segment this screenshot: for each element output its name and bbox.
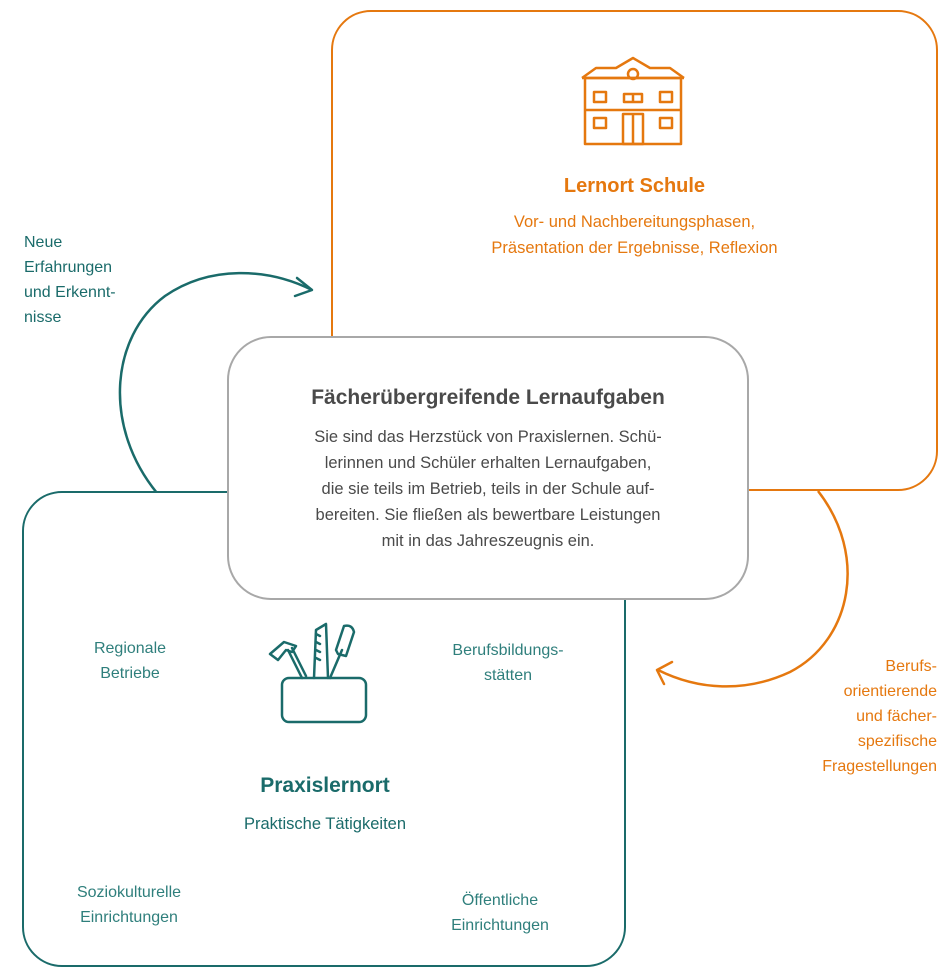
place-public-line: Einrichtungen	[451, 917, 549, 934]
center-body-line: mit in das Jahreszeugnis ein.	[381, 532, 595, 550]
toolbox-icon	[268, 622, 368, 724]
right-arrow-label-line: spezifische	[857, 733, 937, 750]
place-sociocultural-line: Einrichtungen	[80, 909, 178, 926]
school-building-icon	[581, 56, 685, 146]
left-arrow-label-line: Erfahrungen	[24, 259, 113, 276]
practice-subtitle: Praktische Tätigkeiten	[243, 815, 407, 833]
center-body-line: Sie sind das Herzstück von Praxislernen.…	[314, 428, 662, 446]
right-arrow-label-line: und fächer-	[856, 708, 937, 725]
school-title: Lernort Schule	[563, 175, 706, 197]
school-subtitle: Vor- und Nachbereitungsphasen, Präsentat…	[331, 209, 938, 261]
center-body-line: bereiten. Sie fließen als bewertbare Lei…	[315, 506, 661, 524]
right-arrow-label: Berufs- orientierende und fächer- spezif…	[822, 654, 937, 779]
left-arrow-label-line: nisse	[24, 309, 62, 326]
place-public-line: Öffentliche	[461, 892, 539, 909]
place-vocational-line: Berufsbildungs-	[452, 642, 564, 659]
experience-arrowhead-icon	[293, 276, 314, 298]
center-body: Sie sind das Herzstück von Praxislernen.…	[269, 424, 707, 554]
center-box: Fächerübergreifende Lernaufgaben Sie sin…	[227, 336, 749, 600]
place-vocational-line: stätten	[483, 667, 533, 684]
place-regional: Regionale Betriebe	[60, 636, 200, 686]
questions-arrowhead-icon	[655, 660, 674, 686]
center-title: Fächerübergreifende Lernaufgaben	[311, 386, 665, 409]
left-arrow-label: Neue Erfahrungen und Erkennt- nisse	[24, 230, 116, 330]
school-subtitle-line: Präsentation der Ergebnisse, Reflexion	[491, 239, 778, 257]
place-sociocultural-line: Soziokulturelle	[76, 884, 182, 901]
center-body-line: die sie teils im Betrieb, teils in der S…	[321, 480, 655, 498]
place-vocational: Berufsbildungs- stätten	[418, 638, 598, 688]
right-arrow-label-line: Fragestellungen	[822, 758, 937, 775]
right-arrow-label-line: Berufs-	[885, 658, 937, 675]
school-subtitle-line: Vor- und Nachbereitungsphasen,	[513, 213, 756, 231]
place-regional-line: Regionale	[93, 640, 167, 657]
right-arrow-label-line: orientierende	[843, 683, 937, 700]
left-arrow-label-line: Neue	[24, 234, 63, 251]
practice-title: Praxislernort	[260, 774, 390, 797]
place-public: Öffentliche Einrichtungen	[420, 888, 580, 938]
center-body-line: lerinnen und Schüler erhalten Lernaufgab…	[324, 454, 652, 472]
left-arrow-label-line: und Erkennt-	[24, 284, 116, 301]
place-sociocultural: Soziokulturelle Einrichtungen	[44, 880, 214, 930]
place-regional-line: Betriebe	[100, 665, 160, 682]
